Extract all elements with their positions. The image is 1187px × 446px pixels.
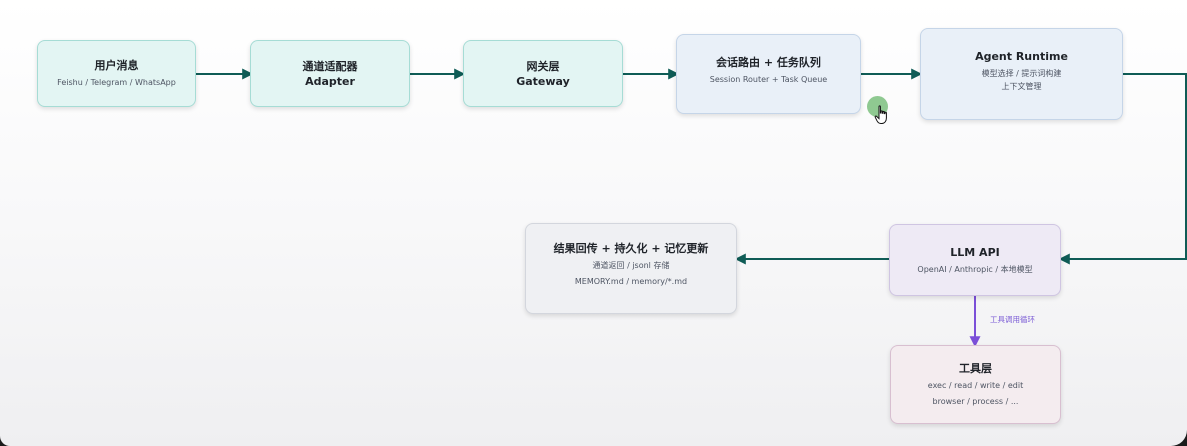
node-result[interactable]: 结果回传 + 持久化 + 记忆更新 通道返回 / jsonl 存储 MEMORY… <box>525 223 737 314</box>
node-subtitle: 通道返回 / jsonl 存储 <box>592 261 670 270</box>
node-adapter[interactable]: 通道适配器 Adapter <box>250 40 410 107</box>
edge-agent-runtime-to-llm-api <box>1058 73 1187 265</box>
hand-cursor-icon <box>874 105 887 124</box>
node-tools[interactable]: 工具层 exec / read / write / edit browser /… <box>890 345 1061 424</box>
node-subtitle: Adapter <box>305 74 355 88</box>
node-title: 通道适配器 <box>302 59 358 73</box>
node-subtitle: 模型选择 / 提示词构建 <box>981 69 1062 78</box>
node-llm-api[interactable]: LLM API OpenAI / Anthropic / 本地模型 <box>889 224 1061 296</box>
edge-label-tool-loop: 工具调用循环 <box>990 315 1035 324</box>
node-title: 网关层 <box>526 59 560 73</box>
node-user-message[interactable]: 用户消息 Feishu / Telegram / WhatsApp <box>37 40 196 107</box>
node-gateway[interactable]: 网关层 Gateway <box>463 40 623 107</box>
node-title: 结果回传 + 持久化 + 记忆更新 <box>553 242 709 255</box>
node-agent-runtime[interactable]: Agent Runtime 模型选择 / 提示词构建 上下文管理 <box>920 28 1123 120</box>
node-title: 用户消息 <box>94 59 139 72</box>
node-session-router[interactable]: 会话路由 + 任务队列 Session Router + Task Queue <box>676 34 861 114</box>
node-subtitle: exec / read / write / edit <box>927 381 1024 390</box>
node-subtitle: Feishu / Telegram / WhatsApp <box>57 78 176 87</box>
node-subtitle-2: browser / process / ... <box>932 397 1019 406</box>
node-subtitle: OpenAI / Anthropic / 本地模型 <box>917 264 1033 274</box>
node-subtitle-2: MEMORY.md / memory/*.md <box>574 277 688 286</box>
node-subtitle-2: 上下文管理 <box>1001 82 1042 91</box>
node-title: 工具层 <box>959 362 992 375</box>
node-title: Agent Runtime <box>975 50 1068 63</box>
node-subtitle: Session Router + Task Queue <box>709 75 828 84</box>
node-title: LLM API <box>950 245 1000 259</box>
node-title: 会话路由 + 任务队列 <box>716 56 821 69</box>
node-subtitle: Gateway <box>516 74 570 88</box>
